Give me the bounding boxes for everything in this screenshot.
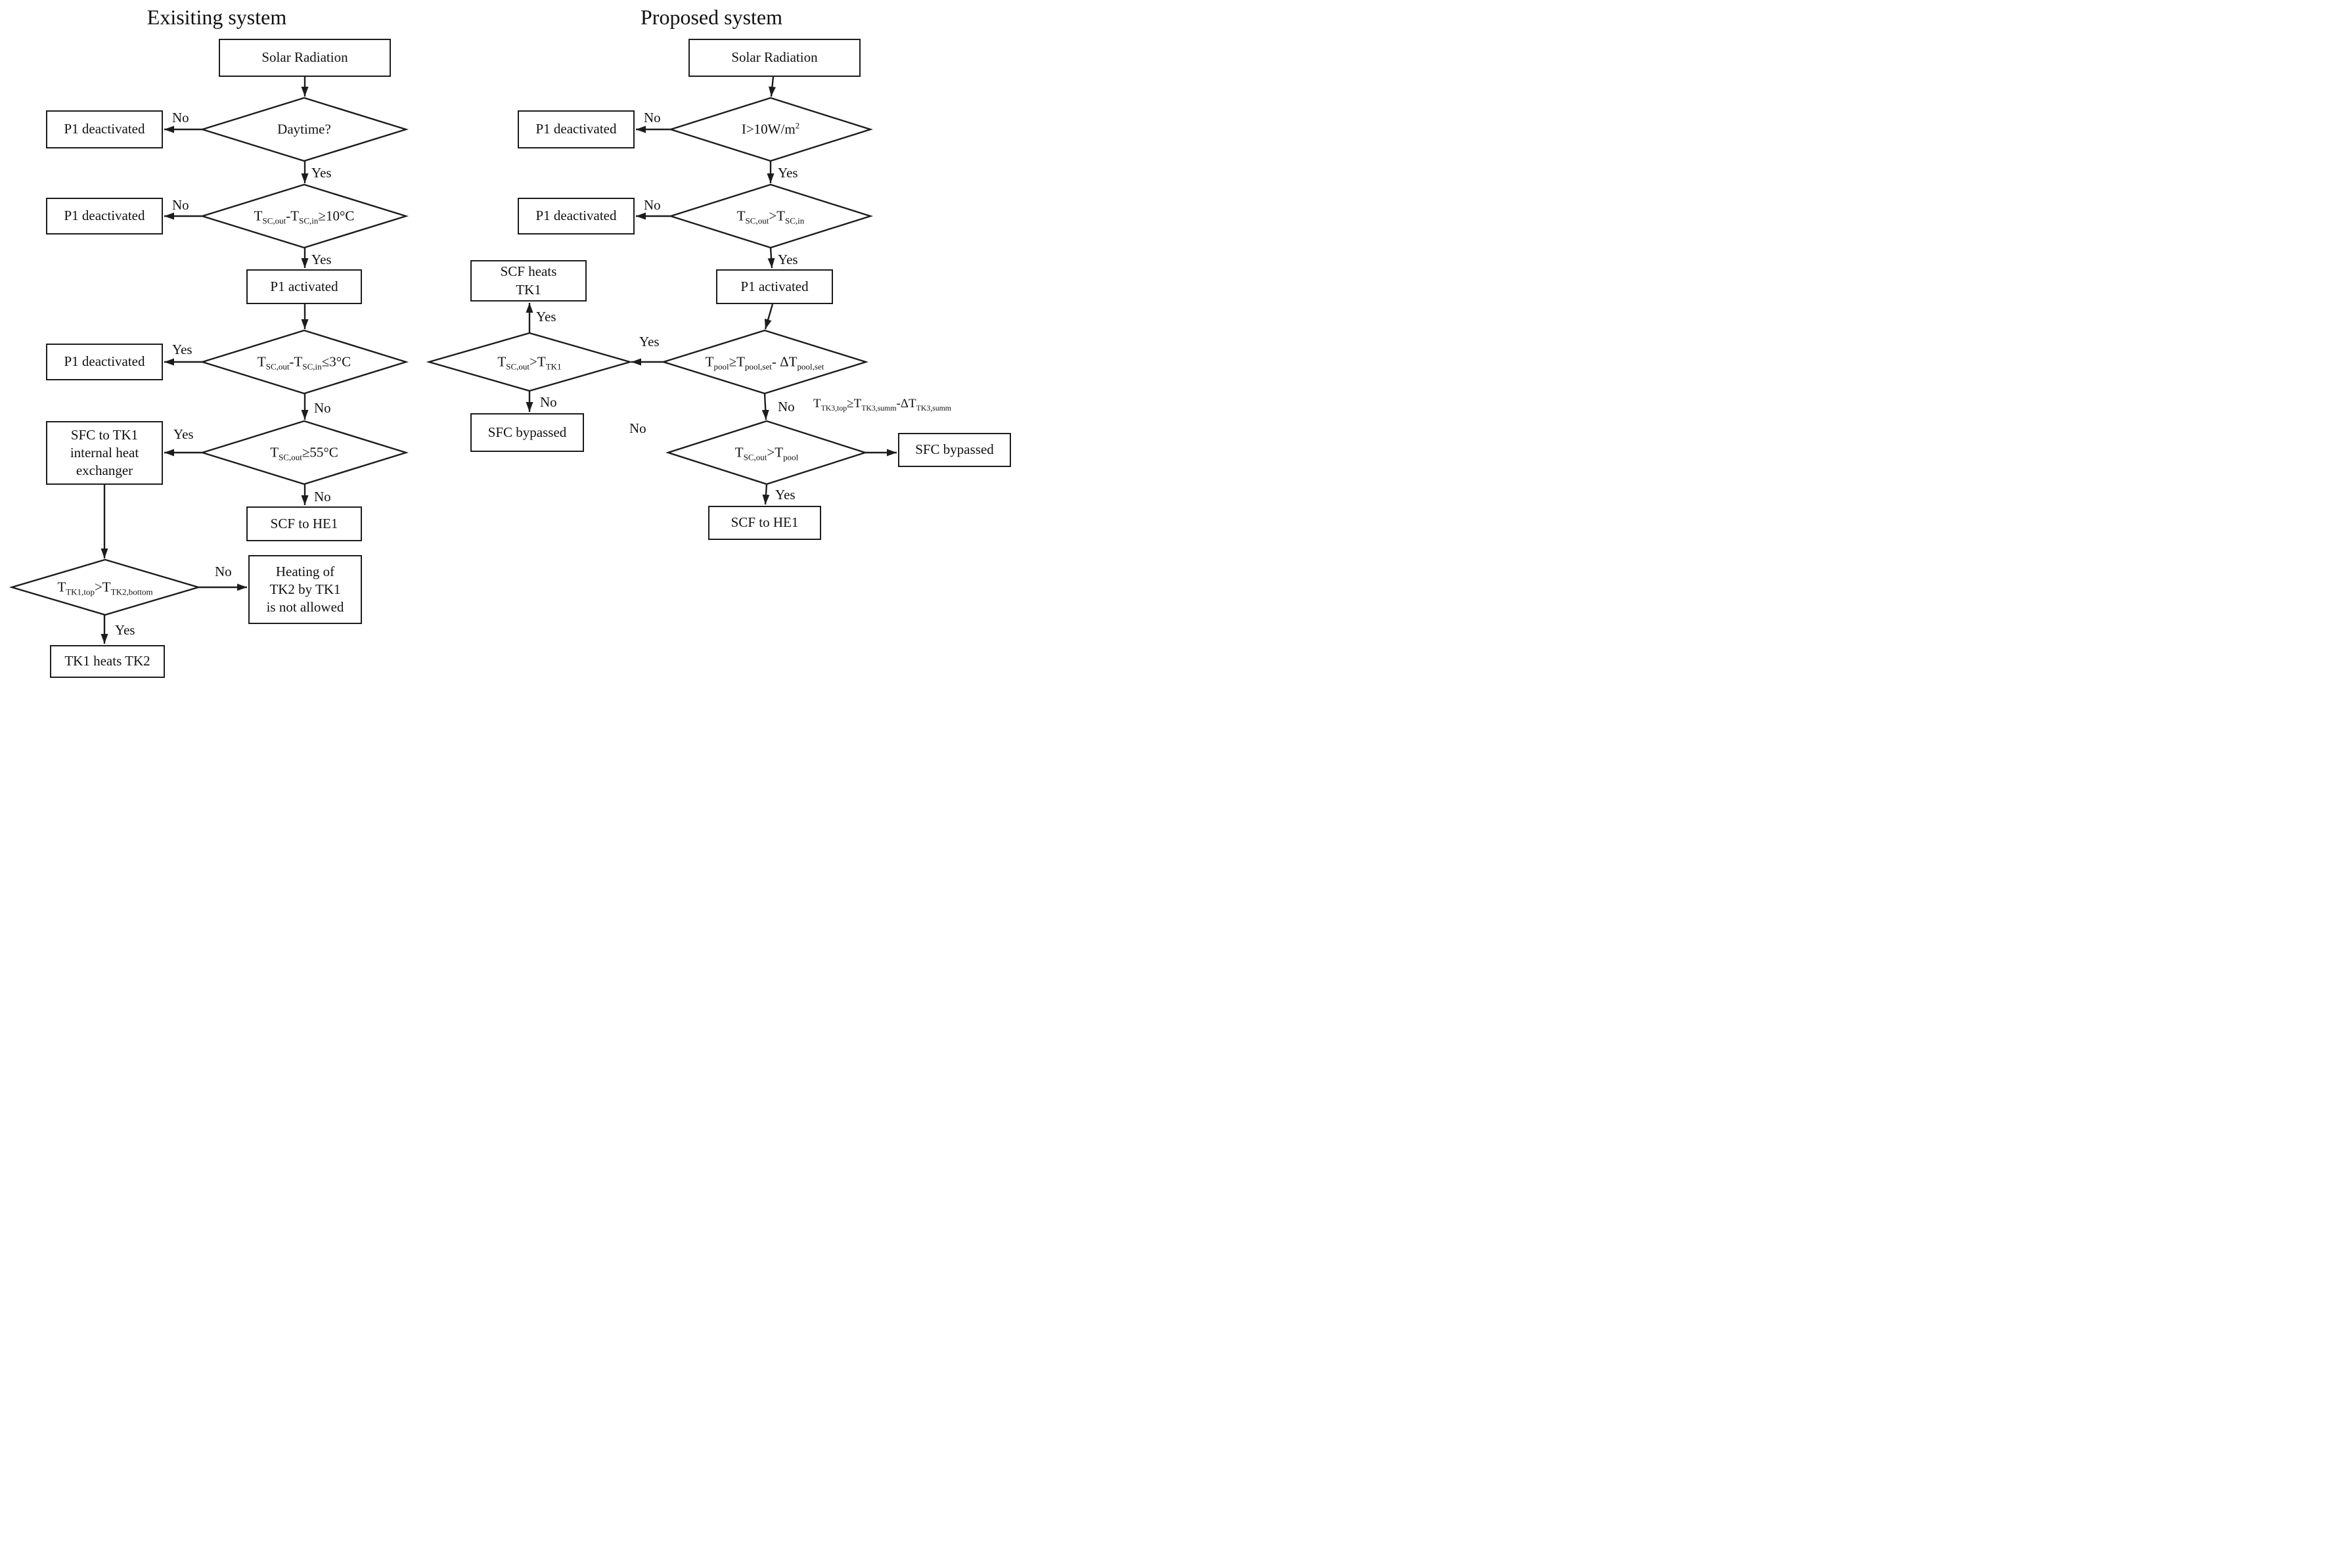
left-sfc-to-tk1-box: SFC to TK1 internal heat exchanger [46, 421, 163, 485]
left-condition-daytime: Daytime? [277, 121, 331, 137]
left-heating-line-2: TK2 by TK1 [269, 581, 341, 597]
left-sfc-to-tk1-line-3: exchanger [76, 462, 133, 479]
right-solar-radiation-box: Solar Radiation [688, 39, 861, 77]
edge-right-tpool-no [761, 393, 769, 420]
right-condition-tsc-out-gt-in: TSC,out>TSC,in [736, 208, 805, 226]
right-condition-tsc-gt-ttk1: TSC,out>TTK1 [497, 353, 562, 372]
left-solar-radiation-box: Solar Radiation [219, 39, 391, 77]
right-sfc-bypassed-label-2: SFC bypassed [915, 441, 994, 458]
left-condition-dt-ge-10: TSC,out-TSC,in≥10°C [254, 208, 355, 226]
right-p1-activated-label: P1 activated [740, 278, 809, 294]
right-tsc-yes-label: Yes [778, 252, 798, 267]
right-chart-title: Proposed system [641, 5, 782, 29]
right-p1-deactivated-box-1: P1 deactivated [518, 110, 635, 148]
right-condition-tpool-ge-set: Tpool≥Tpool,set- ΔTpool,set [705, 353, 824, 372]
edge-right-p1act-to-tpool [764, 303, 774, 330]
right-irradiance-yes-label: Yes [778, 165, 798, 181]
left-p1-deactivated-box-2: P1 deactivated [46, 198, 163, 235]
right-scf-heats-tk1-line-1: SCF heats [500, 263, 557, 280]
right-p1-deactivated-label-2: P1 deactivated [535, 208, 617, 224]
right-ttk1-yes-label: Yes [536, 309, 556, 325]
right-p1-activated-box: P1 activated [716, 269, 833, 304]
left-condition-ttk1-gt-ttk2: TTK1,top>TTK2,bottom [57, 579, 153, 597]
flowchart-figure: Exisiting system Proposed system Solar R… [0, 0, 1015, 680]
left-t55-no-label: No [314, 489, 331, 504]
left-dt3-no-label: No [314, 400, 331, 416]
left-p1-deactivated-label-3: P1 deactivated [64, 353, 145, 370]
right-sfc-bypassed-label-1: SFC bypassed [487, 424, 567, 440]
left-chart-title: Exisiting system [146, 5, 287, 29]
left-scf-to-he1-label: SCF to HE1 [270, 515, 338, 531]
left-tk1-heats-tk2-label: TK1 heats TK2 [64, 653, 150, 669]
left-heating-line-1: Heating of [275, 563, 335, 579]
right-sfc-bypassed-box-1: SFC bypassed [470, 413, 584, 452]
left-sfc-to-tk1-line-1: SFC to TK1 [70, 426, 139, 443]
right-tsc-no-label: No [644, 197, 661, 213]
left-p1-deactivated-box-3: P1 deactivated [46, 344, 163, 380]
right-tpool2-yes-label: Yes [775, 487, 796, 503]
left-solar-radiation-label: Solar Radiation [261, 49, 348, 66]
left-p1-activated-label: P1 activated [270, 278, 338, 294]
left-dt10-yes-label: Yes [311, 252, 332, 267]
right-ttk1-no-label: No [540, 394, 557, 410]
left-t55-yes-label: Yes [173, 426, 194, 442]
right-sfc-bypassed-box-2: SFC bypassed [898, 433, 1011, 467]
right-scf-to-he1-box: SCF to HE1 [708, 506, 821, 540]
left-sfc-to-tk1-line-2: internal heat [70, 444, 139, 460]
left-heating-not-allowed-box: Heating of TK2 by TK1 is not allowed [248, 555, 362, 624]
left-ttk1-yes-label: Yes [115, 622, 135, 638]
right-condition-irradiance: I>10W/m2 [741, 120, 800, 137]
left-tk1-heats-tk2-box: TK1 heats TK2 [50, 645, 165, 678]
left-p1-deactivated-label-1: P1 deactivated [64, 121, 145, 137]
left-scf-to-he1-box: SCF to HE1 [246, 506, 362, 541]
edge-right-tsc-yes [767, 247, 775, 269]
right-ttk3-condition-note: TTK3,top≥TTK3,summ-ΔTTK3,summ [813, 397, 951, 413]
right-scf-heats-tk1-box: SCF heats TK1 [470, 260, 587, 302]
edge-right-tpool2-yes [762, 483, 770, 505]
left-dt3-yes-label: Yes [172, 342, 192, 357]
left-p1-deactivated-label-2: P1 deactivated [64, 208, 145, 224]
left-daytime-yes-label: Yes [311, 165, 332, 181]
left-dt10-no-label: No [172, 197, 189, 213]
right-irradiance-no-label: No [644, 110, 661, 125]
right-scf-heats-tk1-line-2: TK1 [516, 281, 541, 298]
left-p1-deactivated-box-1: P1 deactivated [46, 110, 163, 148]
right-solar-radiation-label: Solar Radiation [731, 49, 818, 66]
left-ttk1-no-label: No [215, 564, 232, 579]
edge-right-solar-to-irradiance [769, 76, 776, 97]
right-scf-to-he1-label: SCF to HE1 [731, 514, 799, 531]
left-p1-activated-box: P1 activated [246, 269, 362, 304]
flow-connectors [9, 76, 897, 644]
left-heating-line-3: is not allowed [266, 599, 344, 616]
right-p1-deactivated-label-1: P1 deactivated [535, 121, 617, 137]
left-daytime-no-label: No [172, 110, 189, 125]
right-condition-tsc-gt-tpool: TSC,out>Tpool [734, 444, 799, 462]
right-tpool-no-label: No [778, 399, 795, 414]
left-condition-dt-le-3: TSC,out-TSC,in≤3°C [257, 353, 351, 372]
left-condition-tsc-ge-55: TSC,out≥55°C [270, 444, 338, 462]
right-p1-deactivated-box-2: P1 deactivated [518, 198, 635, 235]
right-tpool2-no-label: No [629, 420, 646, 436]
right-tpool-yes-label: Yes [639, 334, 660, 349]
